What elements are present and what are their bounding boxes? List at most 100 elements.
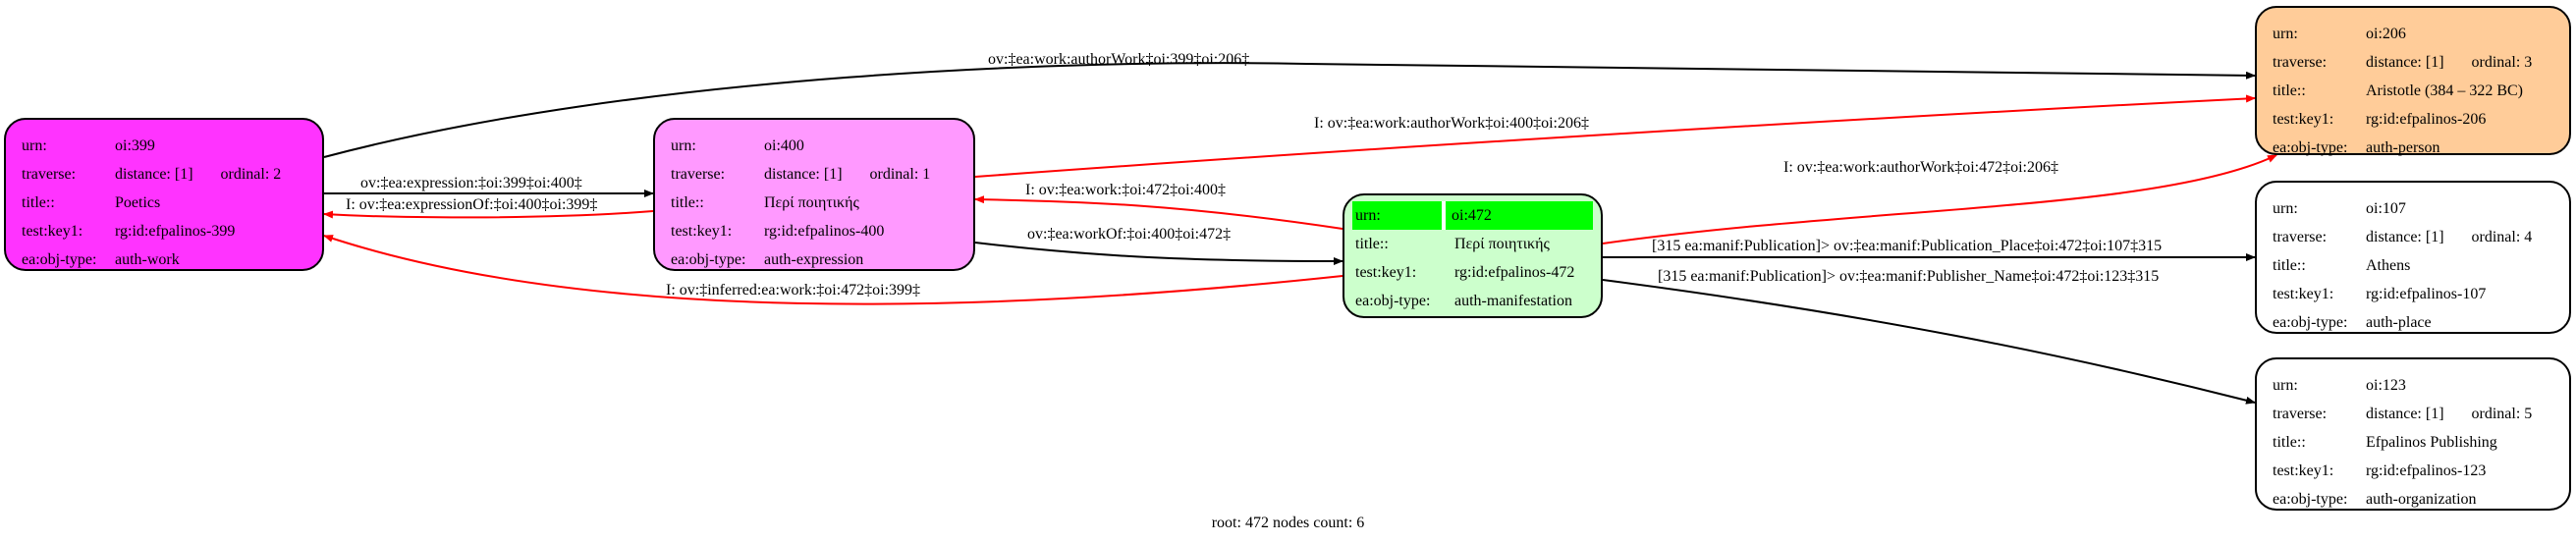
edge-label-e8: I: ov:‡inferred:ea:work:‡oi:472‡oi:399‡: [666, 282, 921, 299]
value-urn: oi:399: [115, 137, 155, 154]
node-row-traverse: traverse:distance: [1]ordinal: 4: [2273, 223, 2553, 251]
key-urn: urn:: [2273, 377, 2298, 394]
node-oi-206[interactable]: urn:oi:206 traverse: distance: [1] ordinal…: [2255, 6, 2571, 156]
value-testkey: rg:id:efpalinos-123: [2366, 462, 2487, 479]
key-traverse: traverse:: [2273, 229, 2328, 245]
edge-label-e1: ov:‡ea:work:authorWork‡oi:399‡oi:206‡: [988, 51, 1250, 68]
edge-e6-line: [974, 195, 1343, 230]
node-row-urn: urn: oi:123: [2273, 371, 2553, 400]
node-oi-472[interactable]: urn: oi:472 title::Περί ποιητικής test:ke…: [1343, 193, 1603, 318]
edge-label-e9: [315 ea:manif:Publication]> ov:‡ea:manif…: [1652, 238, 2163, 254]
node-row-title: title::Περί ποιητικής: [1352, 230, 1593, 258]
value-urn: oi:123: [2366, 377, 2406, 394]
value-objtype: auth-expression: [764, 251, 864, 268]
key-testkey: test:key1:: [2273, 111, 2334, 128]
value-testkey: rg:id:efpalinos-107: [2366, 286, 2487, 302]
node-row-urn: urn: oi:400: [671, 132, 958, 160]
key-title: title::: [1355, 236, 1389, 252]
node-row-traverse: traverse: distance: [1] ordinal: 1: [671, 160, 958, 189]
edge-label-e6: I: ov:‡ea:work:‡oi:472‡oi:400‡: [1025, 182, 1226, 198]
key-urn: urn:: [22, 137, 47, 154]
edge-e5-line: [323, 210, 654, 219]
value-ordinal: ordinal: 3: [2471, 54, 2533, 71]
key-objtype: ea:obj-type:: [22, 251, 97, 268]
value-urn: oi:400: [764, 137, 804, 154]
value-distance: distance: [1]: [2366, 54, 2444, 71]
node-row-traverse: traverse: distance: [1]ordinal: 5: [2273, 400, 2553, 428]
node-row-traverse: traverse: distance: [1]ordinal: 2: [22, 160, 306, 189]
graph-footer: root: 472 nodes count: 6: [1211, 515, 1365, 531]
node-row-title: title::Athens: [2273, 251, 2553, 280]
value-distance: distance: [1]: [115, 166, 193, 183]
key-testkey: test:key1:: [2273, 462, 2334, 479]
node-row-testkey: test:key1: rg:id:efpalinos-400: [671, 217, 958, 245]
node-row-objtype: ea:obj-type: auth-expression: [671, 245, 958, 274]
value-traverse: distance: [1] ordinal: 3: [2366, 48, 2553, 77]
value-objtype: auth-work: [115, 251, 180, 268]
key-testkey: test:key1:: [22, 223, 83, 240]
value-testkey: rg:id:efpalinos-399: [115, 223, 236, 240]
key-title: title::: [22, 194, 55, 211]
edge-label-e7: ov:‡ea:workOf:‡oi:400‡oi:472‡: [1027, 226, 1232, 243]
edge-e10-line: [1602, 279, 2256, 405]
value-testkey: rg:id:efpalinos-206: [2366, 111, 2487, 128]
node-row-urn: urn:oi:206: [2273, 20, 2553, 48]
edge-e7-line: [974, 242, 1343, 265]
value-testkey: rg:id:efpalinos-400: [764, 223, 885, 240]
key-traverse: traverse:: [2273, 406, 2328, 422]
node-row-testkey: test:key1: rg:id:efpalinos-206: [2273, 105, 2553, 134]
value-title: Efpalinos Publishing: [2366, 434, 2497, 451]
node-row-objtype: ea:obj-type: auth-manifestation: [1352, 287, 1593, 315]
key-urn: urn:: [671, 137, 696, 154]
key-urn: urn:: [1352, 201, 1446, 230]
value-objtype: auth-person: [2366, 139, 2440, 156]
node-row-traverse: traverse: distance: [1] ordinal: 3: [2273, 48, 2553, 77]
value-objtype: auth-manifestation: [1454, 293, 1572, 309]
key-title: title::: [2273, 82, 2306, 99]
node-oi-399[interactable]: urn: oi:399 traverse: distance: [1]ordinal…: [4, 118, 324, 271]
value-title: Περί ποιητικής: [1454, 236, 1550, 252]
edge-label-e10: [315 ea:manif:Publication]> ov:‡ea:manif…: [1658, 268, 2160, 285]
value-traverse: distance: [1]ordinal: 5: [2366, 400, 2553, 428]
key-traverse: traverse:: [2273, 54, 2328, 71]
value-urn: oi:472: [1452, 207, 1492, 224]
node-row-testkey: test:key1: rg:id:efpalinos-399: [22, 217, 306, 245]
node-oi-123[interactable]: urn: oi:123 traverse: distance: [1]ordinal…: [2255, 357, 2571, 511]
key-testkey: test:key1:: [2273, 286, 2334, 302]
value-title: Aristotle (384 – 322 BC): [2366, 82, 2523, 99]
node-row-objtype: ea:obj-type:auth-organization: [2273, 485, 2553, 514]
node-row-testkey: test:key1: rg:id:efpalinos-472: [1352, 258, 1593, 287]
key-objtype: ea:obj-type:: [671, 251, 746, 268]
node-oi-107[interactable]: urn:oi:107 traverse:distance: [1]ordinal…: [2255, 181, 2571, 334]
edge-label-e4: ov:‡ea:expression:‡oi:399‡oi:400‡: [360, 175, 582, 191]
node-oi-400[interactable]: urn: oi:400 traverse: distance: [1] ordinal…: [653, 118, 975, 271]
key-objtype: ea:obj-type:: [2273, 314, 2348, 331]
key-title: title::: [2273, 257, 2306, 274]
value-ordinal: ordinal: 1: [869, 166, 931, 183]
edge-label-e2: I: ov:‡ea:work:authorWork‡oi:400‡oi:206‡: [1314, 115, 1589, 132]
key-testkey: test:key1:: [671, 223, 733, 240]
value-title: Athens: [2366, 257, 2411, 274]
key-testkey: test:key1:: [1355, 264, 1417, 281]
key-title: title::: [2273, 434, 2306, 451]
node-row-testkey: test:key1: rg:id:efpalinos-123: [2273, 457, 2553, 485]
value-testkey: rg:id:efpalinos-472: [1454, 264, 1575, 281]
key-objtype: ea:obj-type:: [2273, 491, 2348, 508]
key-traverse: traverse:: [671, 166, 726, 183]
node-row-urn: urn:oi:107: [2273, 194, 2553, 223]
value-urn: oi:107: [2366, 200, 2406, 217]
key-title: title::: [671, 194, 704, 211]
edge-label-e5: I: ov:‡ea:expressionOf:‡oi:400‡oi:399‡: [346, 196, 598, 213]
value-traverse: distance: [1]ordinal: 2: [115, 160, 306, 189]
node-row-objtype: ea:obj-type: auth-person: [2273, 134, 2553, 162]
key-traverse: traverse:: [22, 166, 77, 183]
value-distance: distance: [1]: [764, 166, 843, 183]
value-distance: distance: [1]: [2366, 406, 2444, 422]
key-objtype: ea:obj-type:: [2273, 139, 2348, 156]
key-objtype: ea:obj-type:: [1355, 293, 1431, 309]
node-row-urn: urn: oi:472: [1352, 201, 1593, 230]
node-row-objtype: ea:obj-type: auth-work: [22, 245, 306, 274]
key-urn: urn:: [2273, 26, 2298, 42]
node-row-objtype: ea:obj-type:auth-place: [2273, 308, 2553, 337]
